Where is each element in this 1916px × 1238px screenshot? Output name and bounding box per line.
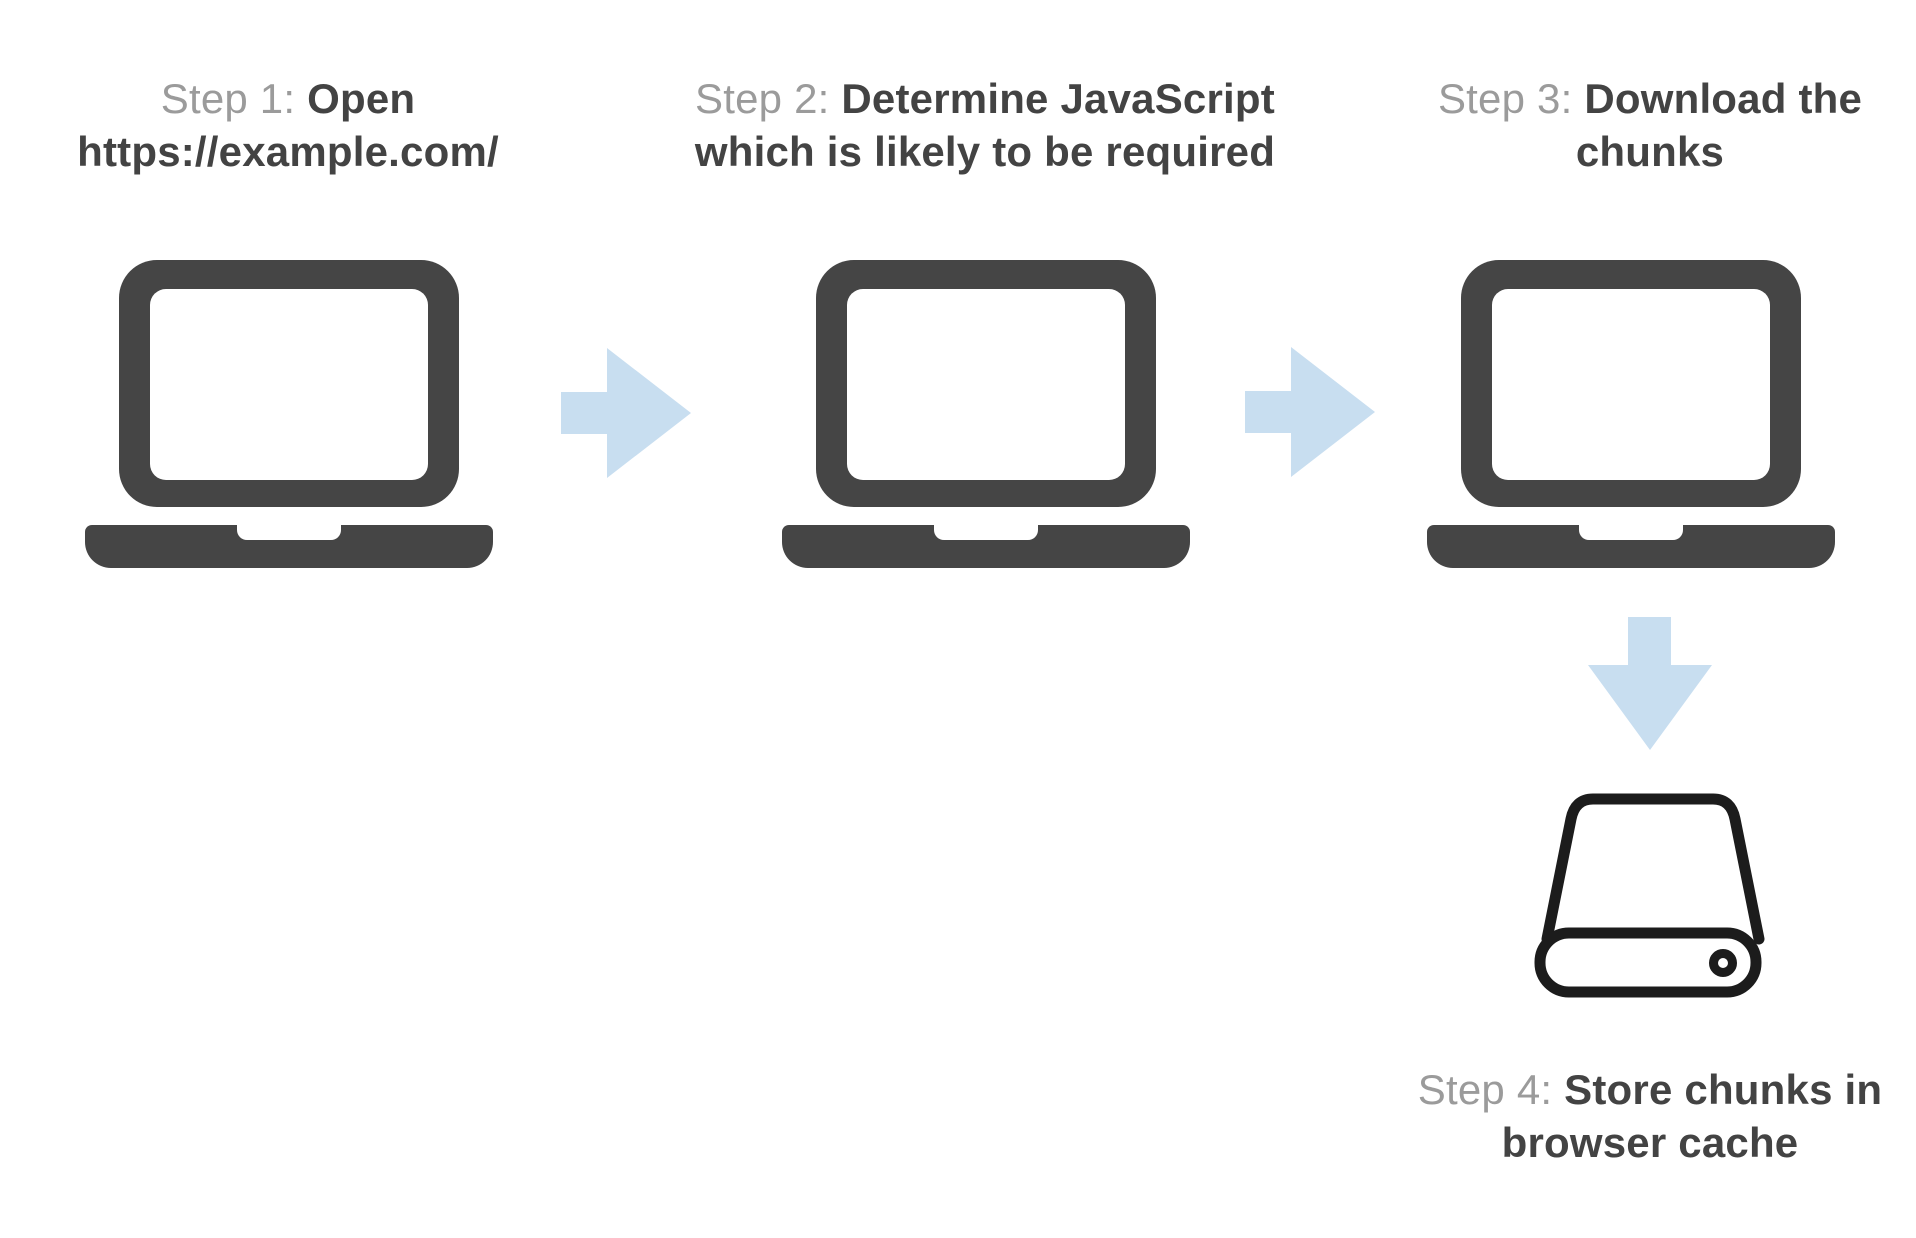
laptop-screen (816, 260, 1156, 507)
step-2-title: Determine JavaScript which is likely to … (694, 75, 1276, 175)
arrow-right-icon (1245, 347, 1375, 477)
laptop-screen-inner (847, 289, 1125, 480)
laptop-icon (782, 260, 1190, 568)
laptop-notch (934, 525, 1038, 540)
arrow-right-icon (561, 348, 691, 478)
step-3-title: Download the chunks (1575, 75, 1863, 175)
step-1-title: Open https://example.com/ (77, 75, 499, 175)
laptop-screen-inner (150, 289, 428, 480)
laptop-screen (119, 260, 459, 507)
arrow-down-icon (1588, 617, 1712, 750)
step-1-prefix: Step 1: (160, 75, 296, 122)
laptop-screen-inner (1492, 289, 1770, 480)
step-2-prefix: Step 2: (695, 75, 830, 122)
laptop-screen (1461, 260, 1801, 507)
step-3-label: Step 3: Download the chunks (1410, 72, 1890, 178)
laptop-notch (1579, 525, 1683, 540)
step-2-label: Step 2: Determine JavaScript which is li… (645, 72, 1325, 178)
step-3-prefix: Step 3: (1437, 75, 1573, 122)
laptop-base (782, 525, 1190, 568)
laptop-base (1427, 525, 1835, 568)
step-4-label: Step 4: Store chunks in browser cache (1410, 1063, 1890, 1169)
laptop-icon (1427, 260, 1835, 568)
step-1-label: Step 1: Open https://example.com/ (48, 72, 528, 178)
laptop-base (85, 525, 493, 568)
hard-drive-icon (1533, 787, 1769, 1003)
laptop-notch (237, 525, 341, 540)
step-4-title: Store chunks in browser cache (1501, 1066, 1883, 1166)
step-4-prefix: Step 4: (1417, 1066, 1553, 1113)
laptop-icon (85, 260, 493, 568)
